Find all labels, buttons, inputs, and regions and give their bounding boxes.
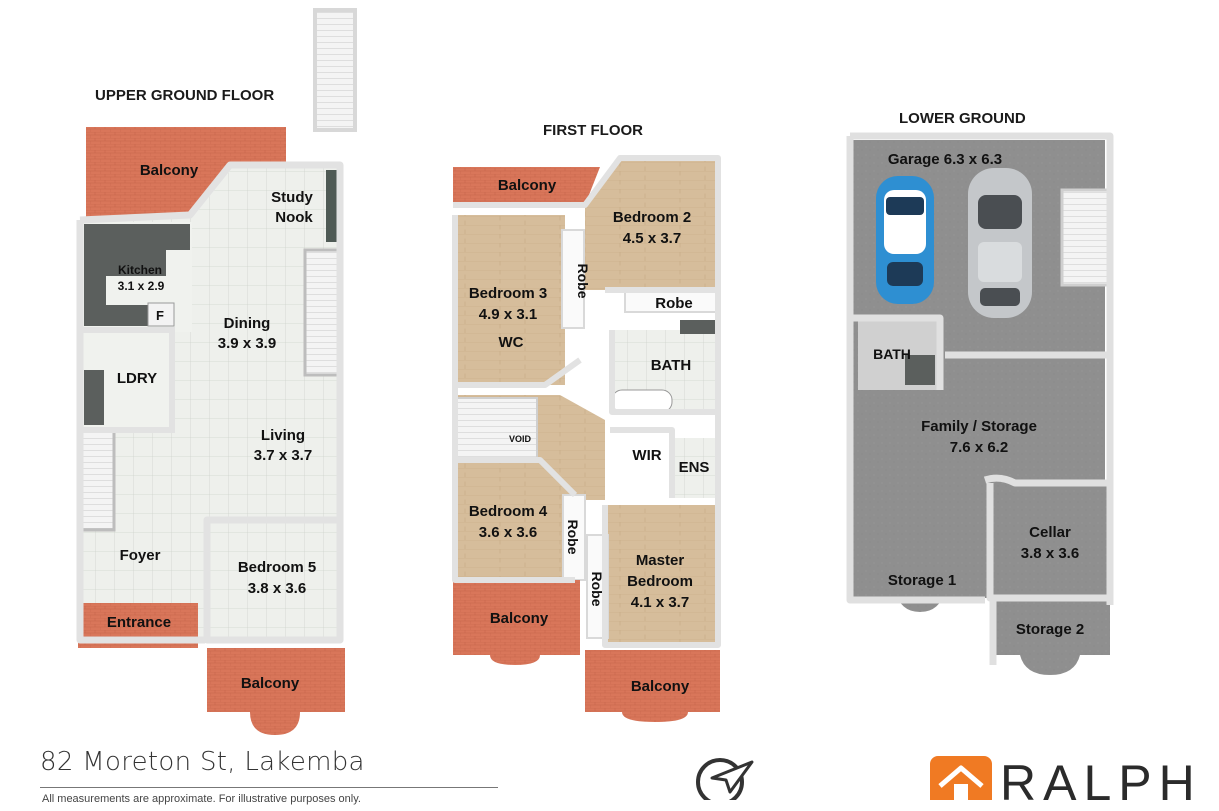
kitchen-cabinetry bbox=[84, 224, 190, 326]
label-master-dim: 4.1 x 3.7 bbox=[631, 594, 689, 611]
bedroom2-area bbox=[585, 158, 718, 290]
label-wir: WIR bbox=[632, 447, 661, 464]
upper-balcony-bottom-area bbox=[207, 648, 345, 735]
label-upper-balcony-bottom: Balcony bbox=[241, 675, 300, 692]
garage-stairs bbox=[1060, 188, 1110, 287]
cellar-area bbox=[993, 483, 1107, 596]
label-living: Living bbox=[261, 427, 305, 444]
footer-divider bbox=[40, 787, 498, 788]
label-bedroom3-dim: 4.9 x 3.1 bbox=[479, 306, 537, 323]
label-storage1: Storage 1 bbox=[888, 572, 956, 589]
first-balcony-top-area bbox=[453, 167, 600, 205]
label-study: Study bbox=[271, 189, 313, 206]
label-first-balcony-top: Balcony bbox=[498, 177, 557, 194]
lower-ground-floor-title: LOWER GROUND bbox=[899, 110, 1026, 127]
label-storage2: Storage 2 bbox=[1016, 621, 1084, 638]
label-bedroom5: Bedroom 5 bbox=[238, 559, 316, 576]
ensuite-area bbox=[672, 438, 718, 498]
label-master: Master bbox=[636, 552, 685, 569]
label-kitchen-dim: 3.1 x 2.9 bbox=[118, 279, 165, 293]
label-kitchen: Kitchen bbox=[118, 263, 162, 277]
label-robe-b2: Robe bbox=[655, 295, 693, 312]
lower-walls bbox=[846, 132, 1114, 665]
label-bedroom5-dim: 3.8 x 3.6 bbox=[248, 580, 306, 597]
bedroom5-area bbox=[207, 520, 339, 640]
label-dining: Dining bbox=[224, 315, 271, 332]
blue-car-icon bbox=[876, 176, 934, 304]
label-family: Family / Storage bbox=[921, 418, 1037, 435]
label-robe-master: Robe bbox=[589, 572, 605, 607]
first-walls bbox=[452, 155, 721, 648]
label-wc: WC bbox=[499, 334, 524, 351]
internal-stairs bbox=[303, 248, 343, 377]
label-garage: Garage 6.3 x 6.3 bbox=[888, 151, 1002, 168]
label-dining-dim: 3.9 x 3.9 bbox=[218, 335, 276, 352]
robe-b3-box bbox=[561, 229, 585, 329]
label-entrance: Entrance bbox=[107, 614, 171, 631]
void-stairs bbox=[454, 397, 538, 461]
lower-ground-plan bbox=[846, 132, 1114, 675]
silver-car-icon bbox=[968, 168, 1032, 318]
brand-name: RALPH bbox=[1000, 755, 1202, 811]
label-nook: Nook bbox=[275, 209, 313, 226]
lower-shower bbox=[905, 355, 935, 385]
first-floor-plan bbox=[452, 155, 721, 722]
laundry-cabinet bbox=[84, 370, 104, 425]
footer-disclaimer: All measurements are approximate. For il… bbox=[42, 793, 361, 805]
label-master-line2: Bedroom bbox=[627, 573, 693, 590]
label-bedroom2: Bedroom 2 bbox=[613, 209, 691, 226]
label-lower-bath: BATH bbox=[873, 346, 911, 362]
label-upper-balcony-top: Balcony bbox=[140, 162, 199, 179]
label-ens: ENS bbox=[679, 459, 710, 476]
upper-inner-walls bbox=[80, 327, 175, 433]
label-first-balcony-left: Balcony bbox=[490, 610, 549, 627]
label-laundry: LDRY bbox=[117, 370, 157, 387]
bath-vanity bbox=[680, 320, 718, 334]
master-bedroom-area bbox=[605, 505, 718, 643]
upper-ground-floor-title: UPPER GROUND FLOOR bbox=[95, 87, 274, 104]
bedroom4-area bbox=[455, 460, 575, 580]
label-fridge: F bbox=[156, 308, 164, 323]
label-living-dim: 3.7 x 3.7 bbox=[254, 447, 312, 464]
label-cellar: Cellar bbox=[1029, 524, 1071, 541]
label-bedroom4: Bedroom 4 bbox=[469, 503, 548, 520]
first-balcony-left-area bbox=[453, 580, 580, 665]
storage1-area bbox=[862, 560, 980, 612]
bedroom3-area bbox=[455, 215, 565, 385]
upper-ground-floor-plan bbox=[76, 8, 357, 735]
label-family-dim: 7.6 x 6.2 bbox=[950, 439, 1008, 456]
label-first-bath: BATH bbox=[651, 357, 692, 374]
foyer-stairs bbox=[76, 428, 116, 532]
first-balcony-right-area bbox=[585, 650, 720, 722]
label-bedroom4-dim: 3.6 x 3.6 bbox=[479, 524, 537, 541]
fridge-box bbox=[147, 302, 175, 327]
label-foyer: Foyer bbox=[120, 547, 161, 564]
label-first-balcony-right: Balcony bbox=[631, 678, 690, 695]
upper-walls bbox=[76, 161, 344, 644]
label-bedroom2-dim: 4.5 x 3.7 bbox=[623, 230, 681, 247]
compass-north-icon bbox=[696, 758, 754, 800]
external-stairs bbox=[313, 8, 357, 132]
label-robe-b3: Robe bbox=[575, 264, 591, 299]
property-address: 82 Moreton St, Lakemba bbox=[40, 747, 365, 777]
label-robe-b4: Robe bbox=[565, 520, 581, 555]
storage2-area bbox=[995, 600, 1110, 675]
ralph-logo-icon bbox=[930, 756, 992, 800]
bathtub bbox=[611, 389, 673, 413]
label-bedroom3: Bedroom 3 bbox=[469, 285, 547, 302]
label-cellar-dim: 3.8 x 3.6 bbox=[1021, 545, 1079, 562]
label-void: VOID bbox=[509, 434, 532, 444]
first-floor-title: FIRST FLOOR bbox=[543, 122, 643, 139]
